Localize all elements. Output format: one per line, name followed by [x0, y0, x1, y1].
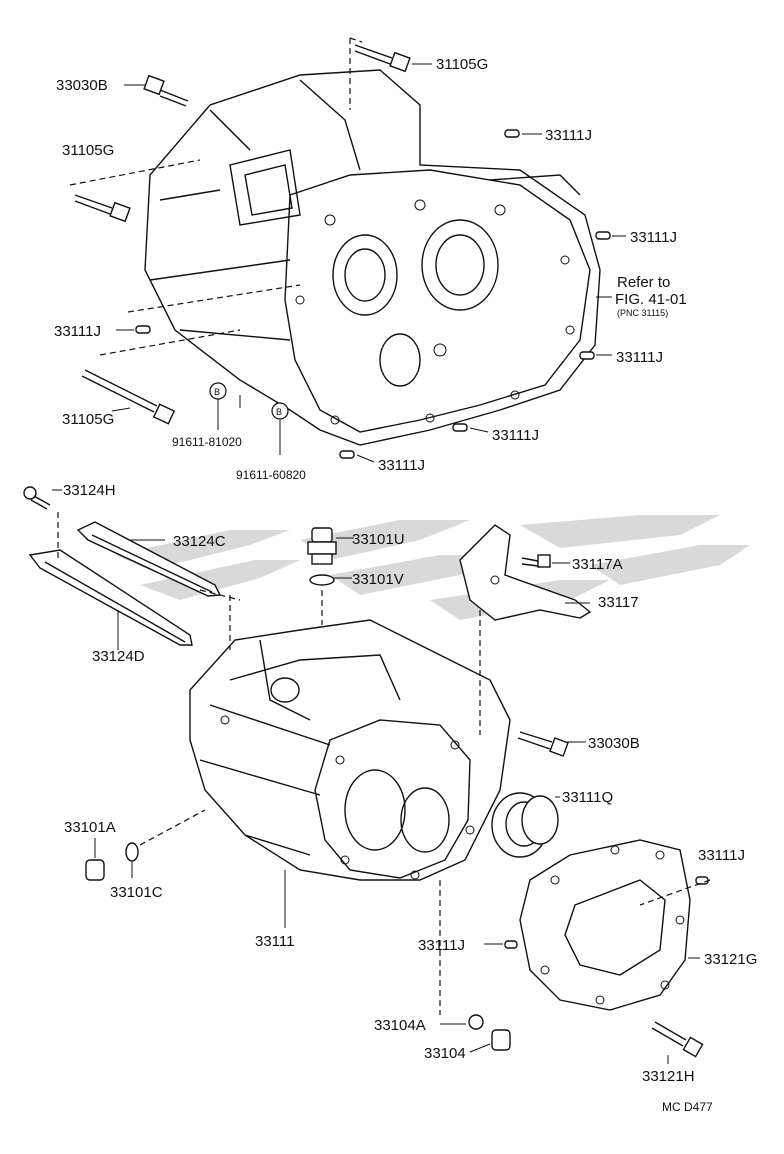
label-33101V: 33101V: [352, 571, 404, 588]
drain-plug-33104: [439, 880, 511, 1051]
label-33111: 33111: [255, 933, 295, 950]
bolt-33030B-top: [143, 74, 189, 107]
label-31105G-left: 31105G: [62, 142, 114, 159]
label-33101U: 33101U: [352, 531, 405, 548]
label-31105G-bottom: 31105G: [62, 411, 114, 428]
upper-leader-lines: [69, 37, 626, 463]
bracket-33117: [459, 524, 592, 735]
plug-33101A: [85, 809, 206, 881]
label-33111Q: 33111Q: [562, 789, 613, 806]
label-33104: 33104: [424, 1045, 466, 1062]
label-33111J-b: 33111J: [630, 229, 677, 246]
b-badge-1: B: [209, 382, 227, 400]
refer-line3: (PNC 31115): [617, 308, 668, 318]
sensor-33101U: [307, 527, 337, 625]
label-33111J-r: 33111J: [698, 847, 745, 864]
label-33111J-d: 33111J: [616, 349, 663, 366]
label-33121G: 33121G: [704, 951, 757, 968]
label-33101A: 33101A: [64, 819, 116, 836]
label-33124H: 33124H: [63, 482, 116, 499]
bolt-31105G-left: [74, 194, 131, 223]
label-33111J-a: 33111J: [545, 127, 592, 144]
bolt-33117A: [521, 554, 551, 568]
bolt-31105G-bottom: [81, 369, 176, 425]
bolt-33124H: [23, 486, 59, 560]
refer-line1: Refer to: [617, 274, 670, 291]
extension-housing-33121G: [519, 839, 691, 1011]
bracket-33124D: [28, 549, 193, 646]
label-33124C: 33124C: [173, 533, 226, 550]
label-33104A: 33104A: [374, 1017, 426, 1034]
label-33030B-lower: 33030B: [588, 735, 640, 752]
bolt-33030B-lower: [517, 731, 569, 757]
label-33030B-top: 33030B: [56, 77, 108, 94]
label-33101C: 33101C: [110, 884, 163, 901]
label-33117: 33117: [598, 594, 639, 611]
label-33124D: 33124D: [92, 648, 145, 665]
seal-33111Q: [491, 792, 559, 858]
label-91611-81020: 91611-81020: [172, 435, 242, 449]
label-33111J-m: 33111J: [418, 937, 465, 954]
label-33121H: 33121H: [642, 1068, 695, 1085]
label-33111J-e: 33111J: [492, 427, 539, 444]
lower-leader-lines: [52, 489, 700, 1064]
watermark-logo: [115, 515, 750, 620]
label-33111J-f: 33111J: [378, 457, 425, 474]
svg-text:B: B: [276, 407, 282, 417]
label-91611-60820: 91611-60820: [236, 468, 306, 482]
b-badge-2: B: [271, 402, 289, 420]
label-33117A: 33117A: [572, 556, 623, 573]
upper-transaxle-case: [144, 69, 601, 446]
pins-33111J-lower: [504, 876, 711, 949]
pins-33111J-upper: [135, 129, 611, 459]
label-33111J-c: 33111J: [54, 323, 101, 340]
bolt-33121H: [651, 1021, 704, 1058]
refer-line2: FIG. 41-01: [615, 291, 687, 308]
svg-text:B: B: [214, 387, 220, 397]
lower-transaxle-case: [189, 619, 511, 881]
bolt-31105G-top: [354, 44, 411, 73]
figure-code: MC D477: [662, 1100, 713, 1114]
label-31105G-top: 31105G: [436, 56, 488, 73]
